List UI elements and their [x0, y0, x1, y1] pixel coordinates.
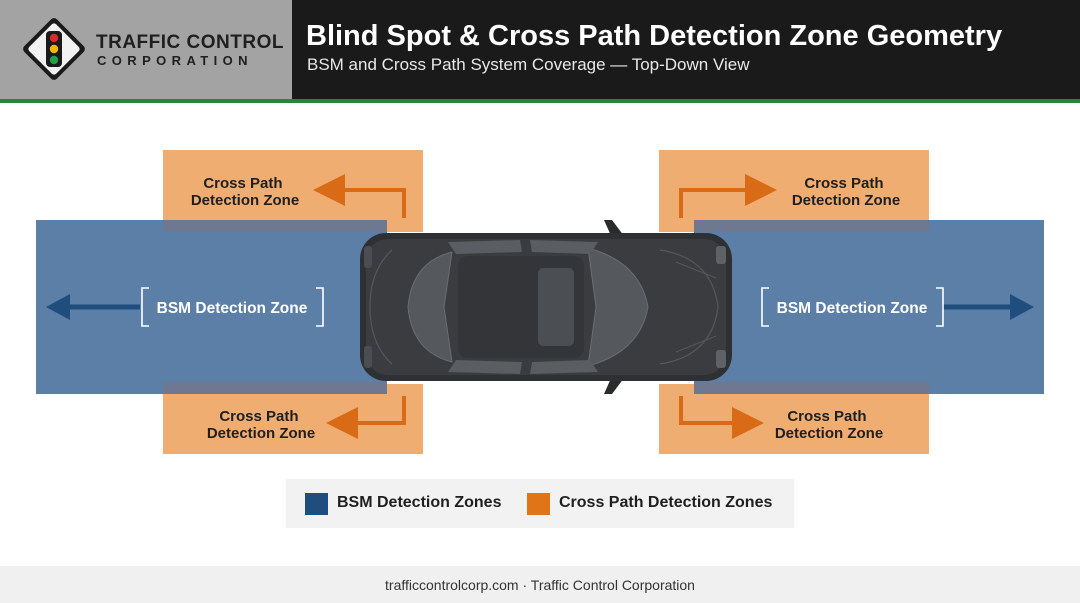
cross-path-arrow-top-right [679, 174, 777, 218]
legend-swatch-bsm [305, 493, 328, 515]
footer: trafficcontrolcorp.com · Traffic Control… [0, 566, 1080, 603]
bsm-bracket-right-open [761, 287, 769, 327]
bsm-label-left: BSM Detection Zone [157, 300, 308, 317]
legend-label-bsm: BSM Detection Zones [337, 494, 502, 511]
cross-path-label-top-right: Cross Path Detection Zone [792, 175, 900, 209]
overlap-shade-bottom-left [163, 382, 387, 394]
bsm-label-right: BSM Detection Zone [777, 300, 928, 317]
cross-path-label-top-left: Cross Path Detection Zone [191, 175, 299, 209]
cross-path-zone-bottom-right [659, 384, 929, 454]
bsm-bracket-left-open [141, 287, 149, 327]
overlap-shade-bottom-right [694, 382, 929, 394]
bsm-bracket-right-close [936, 287, 944, 327]
cross-path-arrow-top-left [313, 174, 406, 218]
header-accent-stripe [0, 99, 1080, 103]
page-title: Blind Spot & Cross Path Detection Zone G… [306, 20, 1003, 52]
cross-path-zone-bottom-left [163, 384, 423, 454]
cross-path-label-bottom-right: Cross Path Detection Zone [775, 408, 883, 442]
logo-wordmark-line2: CORPORATION [97, 53, 253, 68]
cross-path-label-bottom-left: Cross Path Detection Zone [207, 408, 315, 442]
page-subtitle: BSM and Cross Path System Coverage — Top… [307, 55, 750, 74]
bsm-arrow-right [942, 294, 1034, 320]
logo-wordmark-line1: TRAFFIC CONTROL [96, 32, 284, 53]
overlap-shade-top-left [163, 220, 387, 232]
overlap-shade-top-right [694, 220, 929, 232]
bsm-arrow-left [46, 294, 140, 320]
legend-swatch-cross-path [527, 493, 550, 515]
bsm-bracket-left-close [316, 287, 324, 327]
detection-zone-diagram: Cross Path Detection Zone Cross Path Det… [36, 150, 1044, 454]
footer-text: trafficcontrolcorp.com · Traffic Control… [385, 577, 695, 593]
traffic-light-icon [23, 18, 85, 80]
cross-path-arrow-bottom-left [326, 396, 406, 439]
legend: BSM Detection Zones Cross Path Detection… [286, 479, 794, 528]
cross-path-arrow-bottom-right [679, 396, 764, 439]
logo-panel: TRAFFIC CONTROL CORPORATION [0, 0, 292, 99]
legend-label-cross-path: Cross Path Detection Zones [559, 494, 773, 511]
car-top-view-icon [360, 220, 732, 394]
